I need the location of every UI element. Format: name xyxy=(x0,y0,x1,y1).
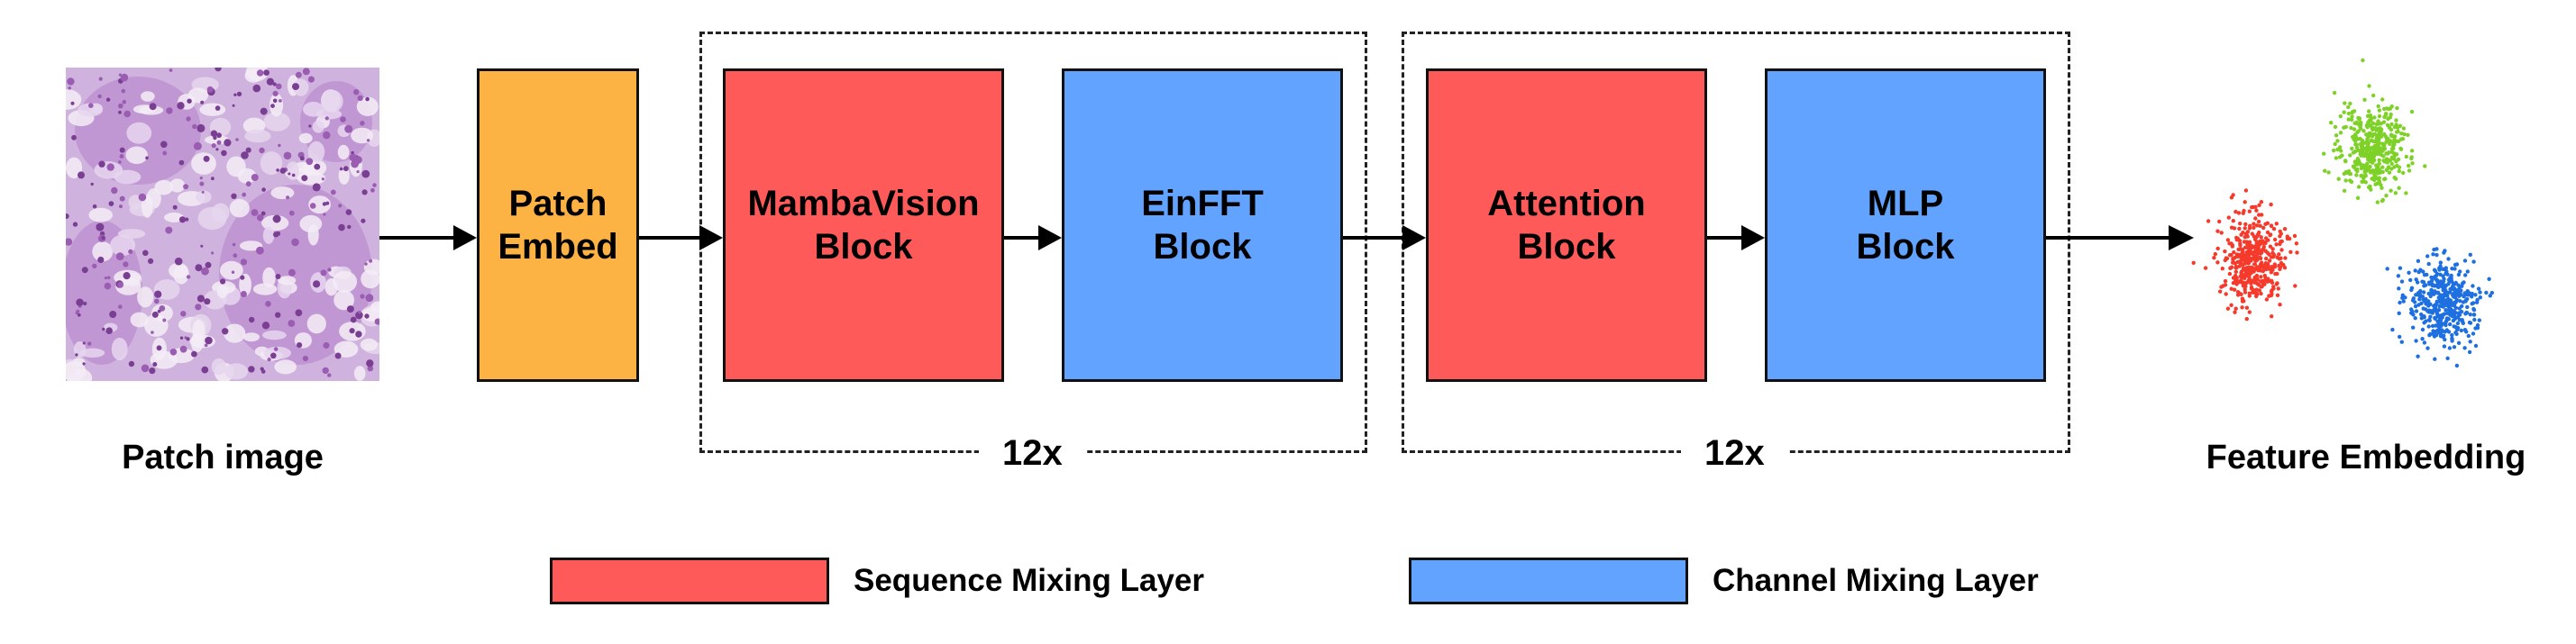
legend-sequence-label: Sequence Mixing Layer xyxy=(854,563,1205,598)
mlp-block: MLP Block xyxy=(1765,68,2046,382)
patch-image xyxy=(66,68,379,381)
patch-image-caption: Patch image xyxy=(122,439,324,476)
legend-channel-swatch xyxy=(1409,558,1688,604)
arrowhead-3 xyxy=(1038,225,1062,250)
attention-block: Attention Block xyxy=(1426,68,1707,382)
patch-embed-label: Patch Embed xyxy=(498,184,618,267)
mambavision-block: MambaVision Block xyxy=(723,68,1004,382)
attention-label: Attention Block xyxy=(1487,184,1646,267)
legend-sequence-swatch xyxy=(550,558,829,604)
histology-tissue-image xyxy=(66,68,379,381)
arrowhead-5 xyxy=(1741,225,1765,250)
attention-group-repeat: 12x xyxy=(1681,431,1788,475)
arrowhead-2 xyxy=(699,225,723,250)
arrowhead-6 xyxy=(2169,225,2194,250)
mambavision-label: MambaVision Block xyxy=(747,184,980,267)
legend-channel-label: Channel Mixing Layer xyxy=(1713,563,2039,598)
mamba-group-repeat: 12x xyxy=(979,431,1086,475)
feature-embedding-caption: Feature Embedding xyxy=(2206,439,2526,476)
einfft-block: EinFFT Block xyxy=(1062,68,1343,382)
arrowhead-4 xyxy=(1402,225,1426,250)
patch-embed-block: Patch Embed xyxy=(477,68,639,382)
arrowhead-1 xyxy=(453,225,477,250)
einfft-label: EinFFT Block xyxy=(1141,184,1264,267)
mlp-label: MLP Block xyxy=(1856,184,1955,267)
